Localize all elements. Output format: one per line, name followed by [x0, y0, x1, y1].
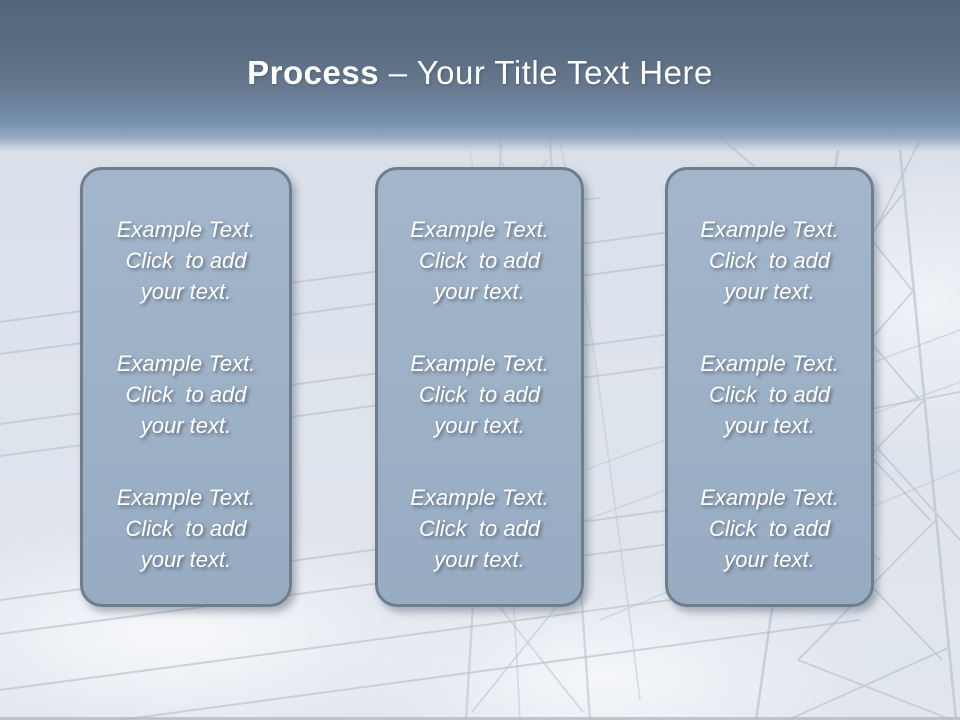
text-line: your text.	[724, 547, 815, 572]
text-line: Click to add	[125, 516, 247, 541]
text-line: Example Text.	[410, 485, 549, 510]
text-line: Click to add	[708, 516, 831, 541]
title-bar	[0, 0, 960, 152]
text-group[interactable]: Example Text. Click to add your text.	[674, 482, 865, 575]
title-keyword: Process	[247, 54, 380, 91]
title-text: – Your Title Text Here	[388, 54, 713, 91]
process-box-right[interactable]: Example Text. Click to add your text. Ex…	[665, 167, 874, 607]
text-line: Click to add	[418, 516, 541, 541]
text-group[interactable]: Example Text. Click to add your text.	[384, 214, 575, 307]
text-line: your text.	[434, 547, 525, 572]
text-group[interactable]: Example Text. Click to add your text.	[89, 214, 283, 307]
text-line: your text.	[724, 279, 815, 304]
text-line: Example Text.	[410, 217, 549, 242]
text-group[interactable]: Example Text. Click to add your text.	[89, 482, 283, 575]
text-line: your text.	[434, 279, 525, 304]
text-line: your text.	[140, 413, 232, 438]
text-line: Click to add	[708, 382, 831, 407]
text-line: Click to add	[708, 248, 831, 273]
text-line: Click to add	[418, 248, 541, 273]
slide-title: Process – Your Title Text Here	[0, 54, 960, 92]
text-line: Example Text.	[116, 485, 256, 510]
text-group[interactable]: Example Text. Click to add your text.	[384, 348, 575, 441]
text-line: Example Text.	[700, 351, 839, 376]
text-line: your text.	[724, 413, 815, 438]
text-line: Example Text.	[700, 217, 839, 242]
text-line: Click to add	[418, 382, 541, 407]
text-group[interactable]: Example Text. Click to add your text.	[674, 214, 865, 307]
text-line: Example Text.	[410, 351, 549, 376]
text-line: Example Text.	[116, 351, 256, 376]
text-line: Example Text.	[116, 217, 256, 242]
text-line: your text.	[140, 279, 232, 304]
text-line: your text.	[140, 547, 232, 572]
text-group[interactable]: Example Text. Click to add your text.	[89, 348, 283, 441]
text-line: Click to add	[125, 248, 247, 273]
process-box-left[interactable]: Example Text. Click to add your text. Ex…	[80, 167, 292, 607]
text-group[interactable]: Example Text. Click to add your text.	[674, 348, 865, 441]
process-box-center[interactable]: Example Text. Click to add your text. Ex…	[375, 167, 584, 607]
text-group[interactable]: Example Text. Click to add your text.	[384, 482, 575, 575]
text-line: Example Text.	[700, 485, 839, 510]
text-line: your text.	[434, 413, 525, 438]
text-line: Click to add	[125, 382, 247, 407]
